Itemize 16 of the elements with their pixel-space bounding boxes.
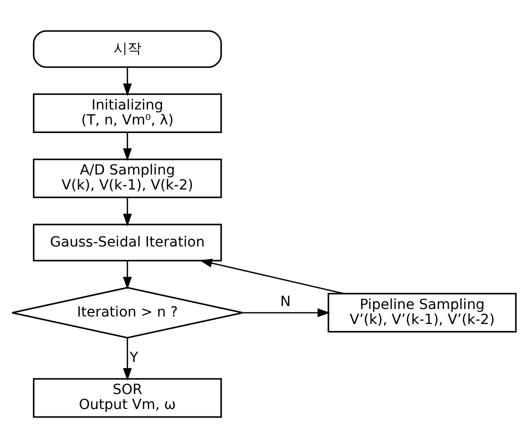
node-box: Pipeline Sampling V’(k), V’(k-1), V’(k-2) (328, 292, 517, 333)
node-diamond: Iteration > n ? (11, 286, 244, 339)
edge-label: Y (130, 350, 138, 366)
arrow (122, 67, 132, 96)
edge-label: N (280, 294, 291, 310)
node-box: SOR Output Vm, ω (32, 378, 222, 418)
arrow (122, 260, 132, 290)
node-box: A/D Sampling V(k), V(k-1), V(k-2) (32, 158, 222, 198)
arrow (122, 198, 132, 226)
arrow (122, 338, 132, 381)
node-box: 시작 (32, 30, 222, 68)
node-box: Gauss-Seidal Iteration (32, 224, 222, 262)
arrow (122, 132, 132, 161)
arrow (243, 308, 330, 318)
node-box: Initializing (T, n, Vm⁰, λ) (32, 93, 222, 134)
arrow (199, 258, 344, 294)
